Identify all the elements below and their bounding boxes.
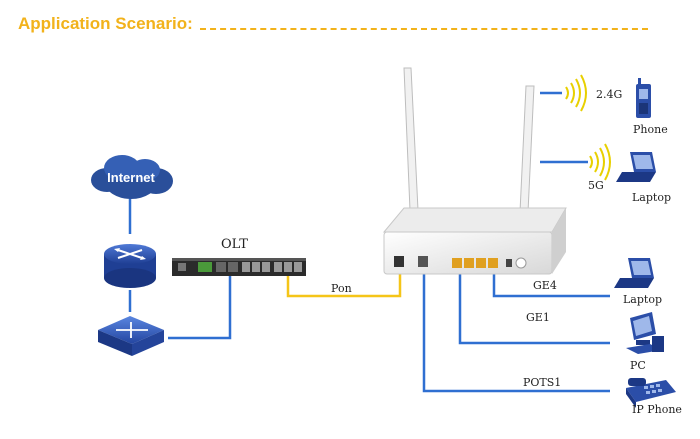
wires bbox=[128, 91, 610, 393]
scenario-title: Application Scenario: bbox=[18, 14, 193, 33]
ge4-link bbox=[492, 272, 610, 298]
ont-router-icon bbox=[382, 67, 567, 275]
switch-icon bbox=[98, 316, 164, 356]
router-icon bbox=[104, 244, 156, 288]
pon-label: Pon bbox=[331, 282, 352, 295]
wifi-24-signal-icon bbox=[565, 74, 587, 112]
pc-label: PC bbox=[630, 359, 646, 372]
wifi-24-label: 2.4G bbox=[596, 88, 623, 101]
pots1-label: POTS1 bbox=[523, 376, 562, 389]
ip-phone-label: IP Phone bbox=[632, 403, 682, 416]
ge1-label: GE1 bbox=[526, 311, 550, 324]
internet-cloud: Internet bbox=[91, 155, 173, 199]
title-dashed-rule bbox=[200, 28, 648, 30]
laptop-wifi-label: Laptop bbox=[632, 191, 671, 204]
wifi-5-signal-icon bbox=[589, 143, 611, 181]
ip-phone-icon bbox=[626, 378, 676, 408]
laptop-wired-label: Laptop bbox=[623, 293, 662, 306]
internet-label: Internet bbox=[107, 170, 155, 185]
switch-olt-link bbox=[168, 274, 232, 340]
pots1-link bbox=[422, 272, 610, 393]
ge4-label: GE4 bbox=[533, 279, 557, 292]
olt-label: OLT bbox=[221, 237, 248, 252]
phone-icon bbox=[636, 78, 651, 118]
olt-device-icon bbox=[172, 258, 306, 276]
phone-label: Phone bbox=[633, 123, 668, 136]
pc-icon bbox=[626, 312, 664, 354]
pon-link bbox=[286, 272, 402, 298]
ge1-link bbox=[458, 272, 610, 345]
wifi-5-label: 5G bbox=[588, 179, 604, 192]
laptop-wired-icon bbox=[614, 258, 654, 288]
laptop-wifi-icon bbox=[616, 152, 656, 182]
